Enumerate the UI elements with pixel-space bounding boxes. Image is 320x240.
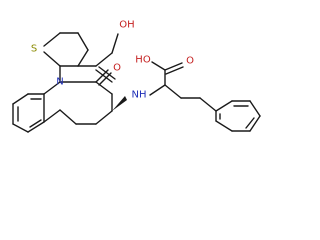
side-carbonyl-oxygen-atom: O [186,56,194,67]
side-hydroxyl-label: HO [135,55,151,66]
thiazine-ring [43,32,89,67]
benzo-ring [12,93,61,133]
phenylethyl-chain [164,84,217,112]
molecule-structure: S N O OH HO O NH [12,20,261,133]
side-chain-carboxyl [151,61,184,86]
carboxyl-hydroxyl-label: OH [119,20,134,31]
amine-linker [112,84,166,111]
ring-carboxyl-group [77,33,119,83]
amine-nh-label: NH [132,90,147,101]
phenyl-ring [215,100,261,132]
ring-nitrogen-atom: N [56,77,63,88]
lactam-carbonyl [95,69,112,86]
lactam-ring [43,65,113,125]
lactam-oxygen-atom: O [113,63,121,74]
sulfur-atom: S [31,44,37,55]
